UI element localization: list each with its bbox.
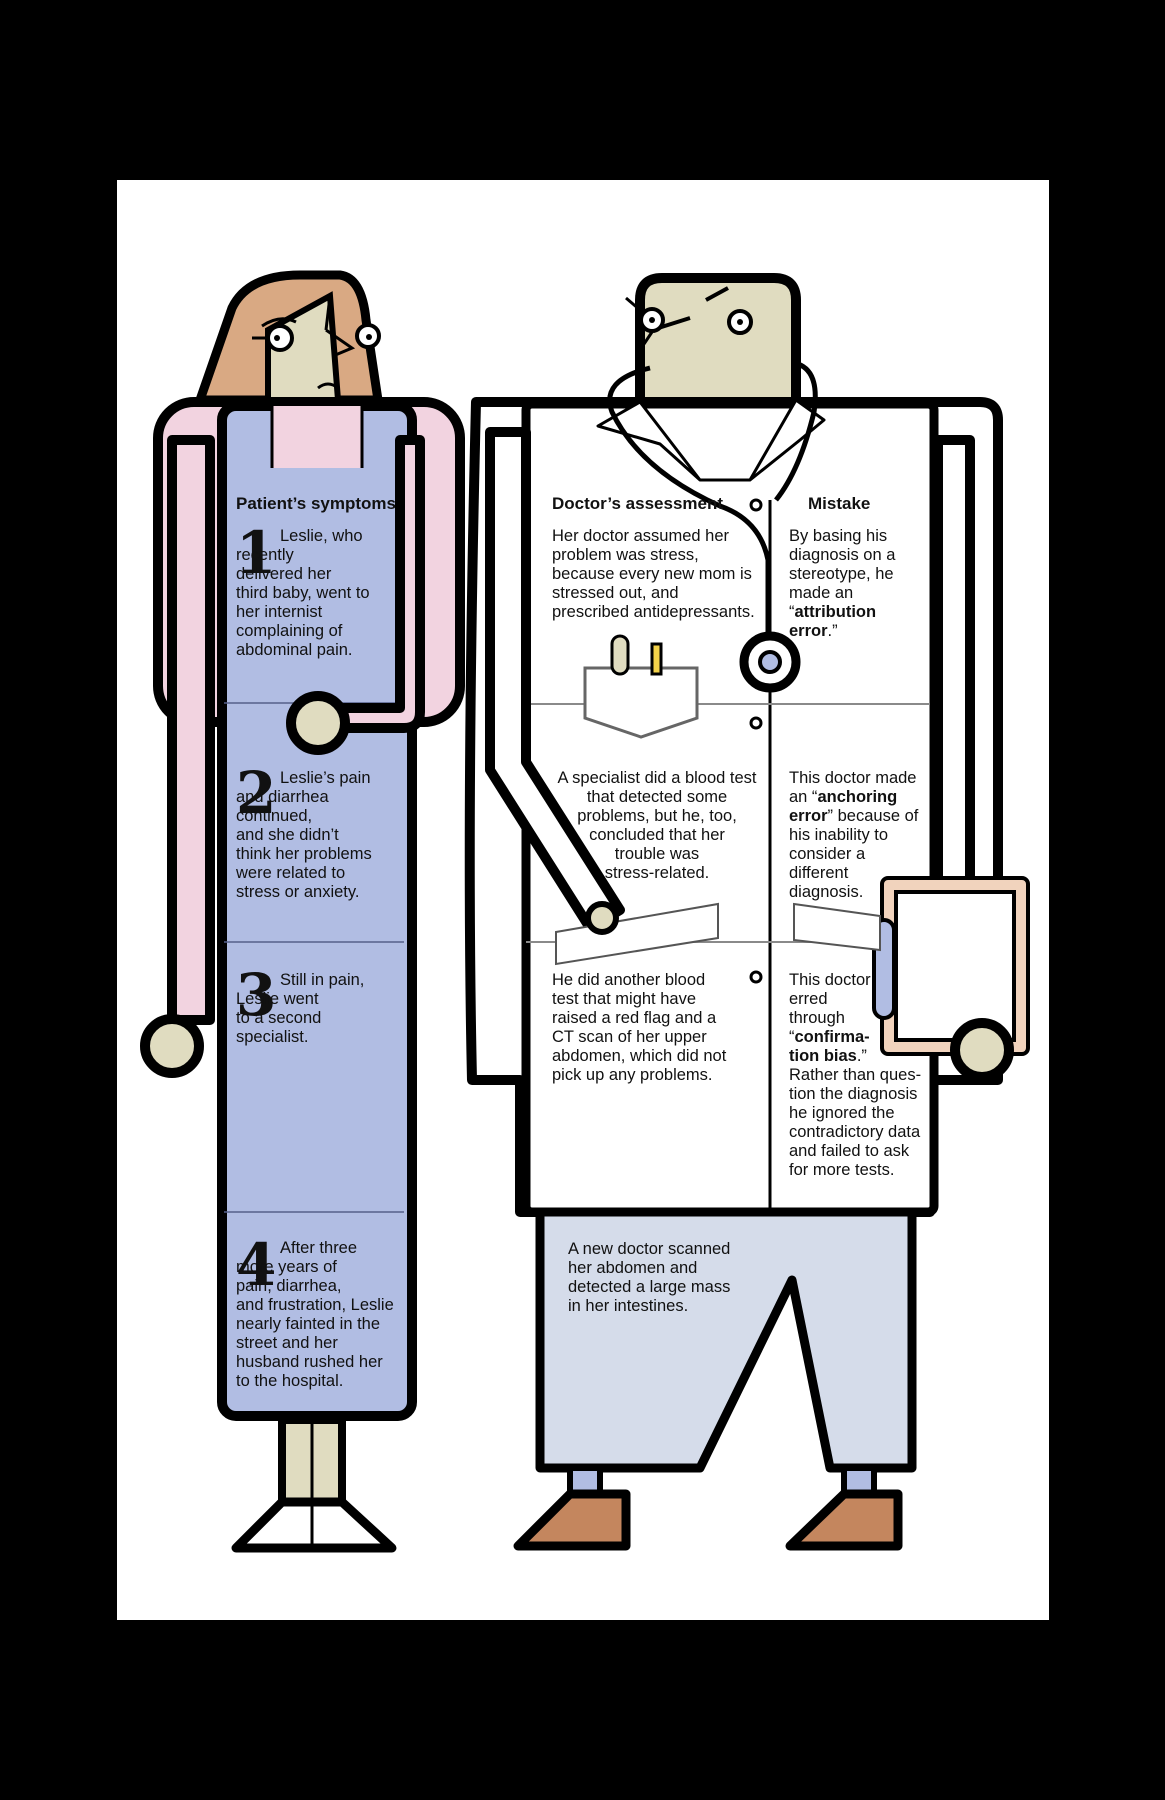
step-number: 2 bbox=[236, 759, 277, 827]
mistake-term: attribution error bbox=[789, 603, 877, 640]
coat-button bbox=[749, 970, 763, 984]
symptom-text: Still in pain, Leslie went to a second s… bbox=[236, 971, 365, 1046]
mistake-term: confirma- tion bias bbox=[789, 1028, 870, 1065]
mistake-text: This doctor erred through “confirma- tio… bbox=[789, 971, 922, 1179]
coat-collar bbox=[596, 398, 826, 482]
stethoscope bbox=[607, 361, 818, 638]
mistake-text: This doctor made an “anchoring error” be… bbox=[789, 769, 919, 901]
patient-left-arm bbox=[167, 435, 215, 1025]
pen bbox=[610, 634, 630, 676]
patient-right-hand bbox=[286, 691, 350, 755]
mistake-text: By basing his diagnosis on a stereotype,… bbox=[789, 527, 896, 640]
patient-shoes bbox=[231, 1497, 397, 1553]
patient-figure bbox=[140, 270, 465, 1553]
doctor-shoe bbox=[513, 1489, 631, 1551]
symptom-text: Leslie, who recently delivered her third… bbox=[236, 527, 370, 659]
breast-pocket bbox=[583, 666, 699, 739]
patient-right-arm bbox=[337, 435, 425, 733]
assessment-text: Her doctor assumed her problem was stres… bbox=[552, 527, 755, 621]
patient-left-hand bbox=[140, 1014, 204, 1078]
doctor-shoe bbox=[785, 1489, 903, 1551]
pen bbox=[650, 642, 663, 676]
doctor-left-hand bbox=[585, 901, 619, 935]
mistake-term: anchoring error bbox=[789, 788, 898, 825]
assessment-text: A specialist did a blood test that detec… bbox=[557, 769, 757, 882]
header-doctor-assessment: Doctor’s assessment bbox=[552, 494, 724, 513]
doctor-right-hand bbox=[950, 1018, 1014, 1082]
paper-slip bbox=[793, 902, 881, 952]
doctor-pants bbox=[535, 1207, 917, 1473]
step-number: 4 bbox=[236, 1231, 277, 1299]
header-mistake: Mistake bbox=[808, 494, 871, 513]
header-patient-symptoms: Patient’s symptoms bbox=[236, 494, 396, 513]
step-number: 1 bbox=[236, 519, 277, 587]
doctor-left-arm bbox=[485, 427, 625, 933]
symptom-text: Leslie’s pain and diarrhea continued, an… bbox=[236, 769, 372, 901]
coat-button bbox=[749, 498, 763, 512]
assessment-text: A new doctor scanned her abdomen and det… bbox=[568, 1240, 731, 1315]
step-number: 3 bbox=[236, 961, 277, 1029]
doctor-figure bbox=[464, 273, 1030, 1551]
assessment-text: He did another blood test that might hav… bbox=[552, 971, 727, 1084]
symptom-text: After three more years of pain, diarrhea… bbox=[236, 1239, 394, 1390]
paper-slip bbox=[555, 902, 719, 966]
coat-button bbox=[749, 716, 763, 730]
